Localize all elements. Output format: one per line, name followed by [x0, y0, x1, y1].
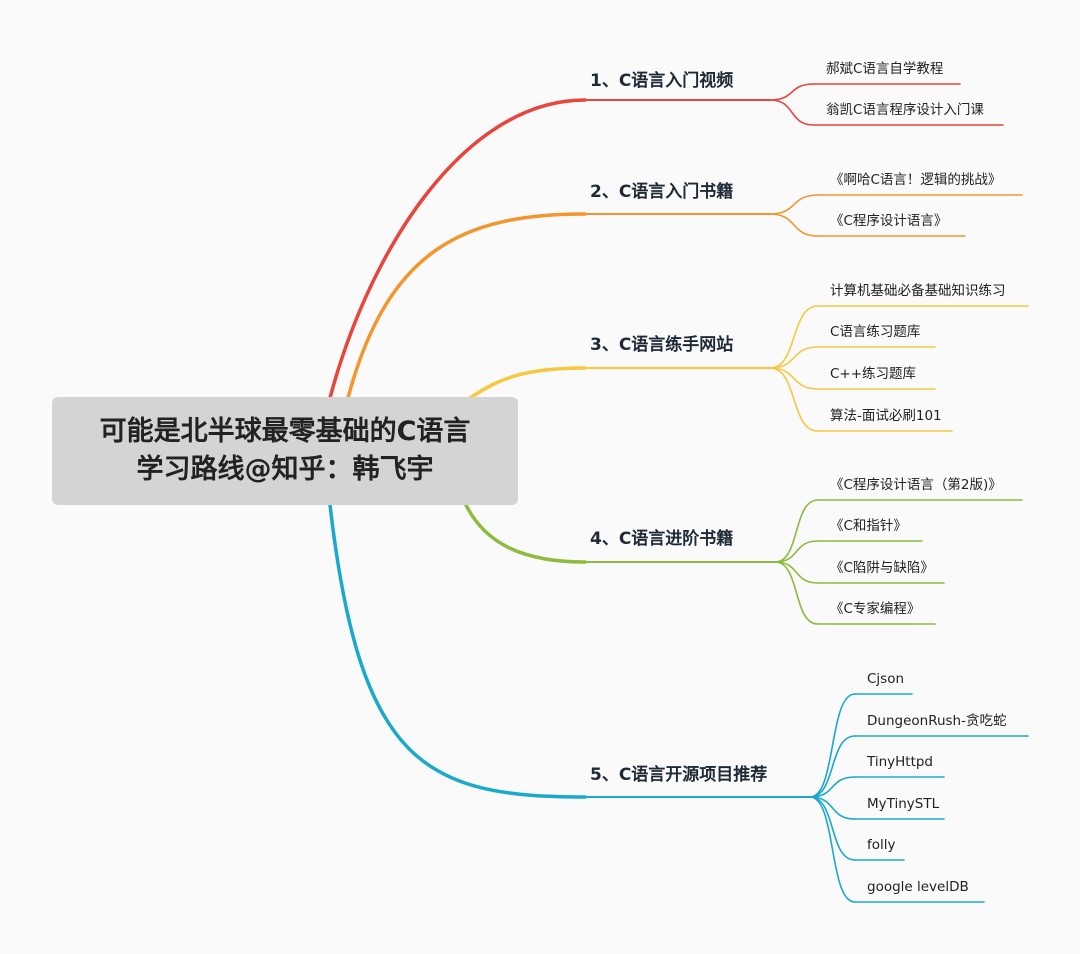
branch-4-connector [464, 503, 587, 564]
leaf-1-2-connector [769, 99, 815, 126]
branch-1-label: 1、C语言入门视频 [590, 71, 734, 91]
leaf-5-3-label: TinyHttpd [867, 754, 934, 770]
root-title-line1: 可能是北半球最零基础的C语言 [99, 416, 471, 447]
leaf-5-5-connector [809, 796, 856, 861]
branch-5-connector [328, 503, 587, 799]
leaf-2-2-connector [769, 213, 819, 237]
leaf-3-4-label: 算法-面试必刷101 [830, 408, 942, 424]
leaf-3-1-label: 计算机基础必备基础知识练习 [830, 283, 1006, 299]
branch-2-label: 2、C语言入门书籍 [590, 182, 734, 202]
leaf-3-2-connector [769, 346, 819, 369]
leaf-5-5-label: folly [867, 837, 896, 853]
leaf-5-2-connector [809, 735, 856, 798]
leaf-5-4-label: MyTinySTL [867, 796, 940, 812]
leaf-5-6-label: google levelDB [867, 879, 969, 895]
branch-2-connector [346, 212, 587, 400]
leaf-4-2-label: 《C和指针》 [830, 518, 907, 534]
leaf-4-3-connector [774, 561, 819, 584]
leaf-5-1-label: Cjson [867, 671, 905, 687]
leaf-2-1-label: 《啊哈C语言！逻辑的挑战》 [830, 172, 1002, 188]
leaf-1-1-label: 郝斌C语言自学教程 [826, 61, 944, 77]
leaf-3-3-connector [769, 367, 819, 390]
leaf-4-4-connector [774, 561, 819, 625]
root-title-line2: 学习路线@知乎：韩飞宇 [136, 454, 434, 485]
leaf-4-3-label: 《C陷阱与缺陷》 [830, 560, 934, 576]
branch-3-label: 3、C语言练手网站 [590, 335, 734, 355]
leaf-5-1-connector [809, 693, 856, 798]
branch-1-connector [328, 98, 587, 400]
leaf-3-3-label: C++练习题库 [830, 366, 917, 382]
root-node: 可能是北半球最零基础的C语言 学习路线@知乎：韩飞宇 [52, 397, 518, 505]
leaf-5-6-connector [809, 796, 856, 903]
leaf-4-4-label: 《C专家编程》 [830, 601, 921, 617]
leaf-2-1-connector [769, 194, 819, 215]
leaf-3-2-label: C语言练习题库 [830, 324, 921, 340]
leaf-5-2-label: DungeonRush-贪吃蛇 [867, 713, 1007, 729]
leaf-4-2-connector [774, 540, 819, 563]
branch-3-connector [468, 366, 587, 400]
leaf-1-1-connector [769, 83, 815, 101]
leaf-3-4-connector [769, 367, 819, 432]
leaf-1-2-label: 翁凯C语言程序设计入门课 [826, 102, 984, 118]
leaf-2-2-label: 《C程序设计语言》 [830, 213, 948, 229]
leaf-5-3-connector [809, 776, 856, 798]
leaf-3-1-connector [769, 305, 819, 369]
leaf-4-1-label: 《C程序设计语言（第2版)》 [830, 477, 1002, 493]
leaf-4-1-connector [774, 499, 819, 563]
branch-5-label: 5、C语言开源项目推荐 [590, 765, 768, 785]
branch-4-label: 4、C语言进阶书籍 [590, 529, 734, 549]
